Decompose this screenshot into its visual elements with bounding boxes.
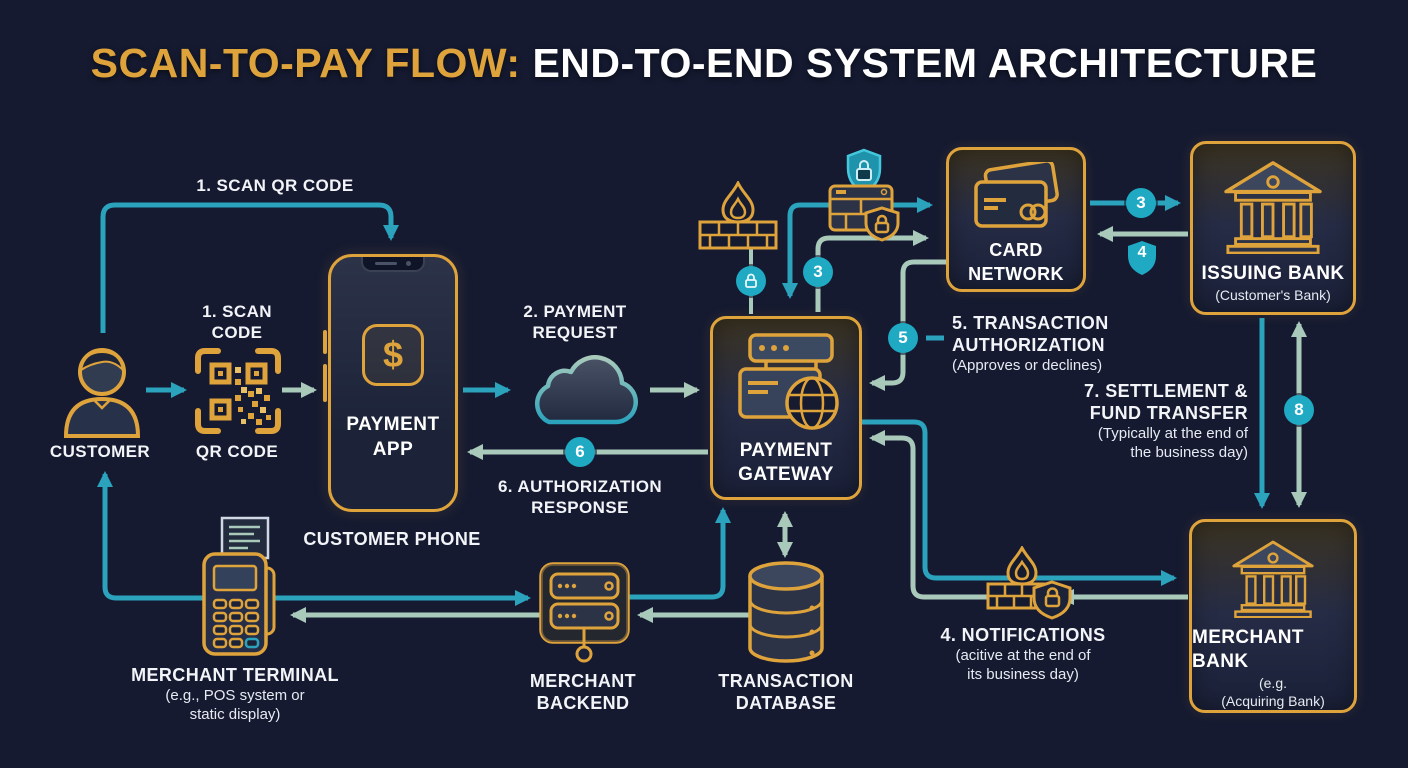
terminal-sub1: (e.g., POS system or: [165, 687, 305, 704]
lock-badge-icon: [736, 266, 766, 296]
firewall-shield-icon: [986, 546, 1072, 620]
step-3-badge: 3: [1126, 188, 1156, 218]
lock-icon: [745, 273, 757, 288]
card-network-node: CARD NETWORK: [946, 147, 1086, 292]
database-label: TRANSACTION DATABASE: [718, 671, 854, 713]
arrow-gateway-to-card: [815, 230, 929, 312]
arrow-gateway-to-merchantbank: [862, 419, 1177, 586]
payment-app-label: PAYMENT APP: [346, 414, 440, 460]
cloud-icon: [534, 355, 638, 425]
merchant-bank-node: MERCHANT BANK (e.g. (Acquiring Bank): [1189, 519, 1357, 713]
customer-label: CUSTOMER: [49, 442, 151, 461]
payment-request-step: 2. PAYMENT REQUEST: [523, 302, 627, 342]
firewall-icon: [698, 181, 778, 250]
phone-notch-icon: [361, 257, 425, 272]
qr-code-label: QR CODE: [195, 442, 279, 461]
title-accent: SCAN-TO-PAY FLOW:: [90, 40, 521, 86]
step-3-badge: 3: [803, 257, 833, 287]
arrow-scan-qr-code: [100, 202, 399, 333]
phone-button-icon: [323, 330, 327, 354]
step-5-badge: 5: [888, 323, 918, 353]
settlement-label: 7. SETTLEMENT & FUND TRANSFER (Typically…: [1083, 381, 1248, 461]
arrow-secure-to-gateway: [782, 202, 801, 299]
notifications-label: 4. NOTIFICATIONS (acitive at the end of …: [940, 625, 1106, 683]
merchant-bank-sub1: (e.g.: [1258, 675, 1287, 691]
step-4-shield-badge: 4: [1126, 240, 1158, 276]
merchant-bank-label: MERCHANT BANK: [1192, 627, 1304, 672]
merchant-bank-sub2: (Acquiring Bank): [1221, 693, 1325, 709]
server-backend-icon: [539, 562, 630, 663]
step-6-badge: 6: [565, 437, 595, 467]
pos-terminal-icon: [202, 516, 276, 656]
gateway-icon: [738, 333, 839, 430]
payment-app-icon: $: [362, 324, 424, 386]
credit-cards-icon: [974, 162, 1059, 228]
issuing-bank-label: ISSUING BANK: [1201, 263, 1345, 284]
issuing-bank-node: ISSUING BANK (Customer's Bank): [1190, 141, 1356, 315]
customer-phone: $ PAYMENT APP: [328, 254, 458, 512]
arrow-backend-to-gateway: [628, 507, 731, 600]
scan-qr-step-label: 1. SCAN QR CODE: [196, 176, 354, 195]
phone-button-icon: [323, 364, 327, 402]
dollar-icon: $: [382, 334, 404, 375]
bank-icon: [1224, 161, 1322, 254]
card-network-label: CARD NETWORK: [968, 240, 1064, 284]
terminal-label: MERCHANT TERMINAL: [131, 665, 339, 685]
title-rest: END-TO-END SYSTEM ARCHITECTURE: [532, 40, 1318, 86]
qr-code-icon: [195, 348, 281, 434]
scan-code-step: 1. SCAN CODE: [202, 302, 272, 342]
page-title: SCAN-TO-PAY FLOW: END-TO-END SYSTEM ARCH…: [0, 40, 1408, 87]
terminal-sub2: static display): [189, 706, 281, 723]
payment-gateway-node: PAYMENT GATEWAY: [710, 316, 862, 500]
arrow-terminal-to-customer: [97, 471, 240, 601]
backend-label: MERCHANT BACKEND: [529, 671, 637, 713]
secure-server-icon: [828, 184, 900, 242]
database-icon: [748, 561, 824, 663]
auth-response-label: 6. AUTHORIZATION RESPONSE: [497, 477, 663, 517]
gateway-label: PAYMENT GATEWAY: [738, 440, 834, 485]
arrow-merchantbank-to-gateway: [869, 430, 1188, 600]
arrow-transaction-auth: [869, 259, 946, 391]
transaction-auth-label: 5. TRANSACTION AUTHORIZATION (Approves o…: [952, 313, 1109, 374]
step-8-badge: 8: [1284, 395, 1314, 425]
shield-icon: [1128, 241, 1156, 275]
issuing-bank-sub: (Customer's Bank): [1215, 287, 1331, 303]
bank-icon: [1232, 540, 1314, 618]
customer-phone-caption: CUSTOMER PHONE: [303, 529, 481, 549]
customer-icon: [63, 348, 141, 438]
